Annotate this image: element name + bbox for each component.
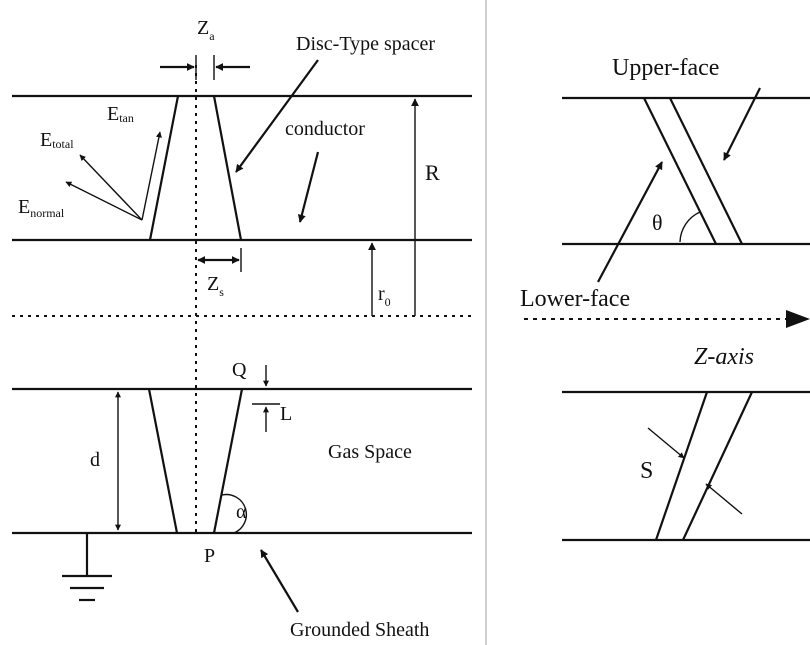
gas-space-label: Gas Space: [328, 441, 412, 463]
lower-spacer-left-edge: [147, 388, 179, 534]
conductor-pointer: [297, 151, 320, 223]
s-arrow-left: [647, 427, 685, 459]
e-total-vector: [79, 154, 143, 221]
angle-alpha-label: α: [236, 501, 247, 523]
e-total-label: Etotal: [40, 129, 74, 151]
za-label: Za: [197, 17, 215, 43]
upper-spacer-right-edge: [212, 95, 243, 241]
zs-label: Zs: [207, 273, 224, 299]
length-l-label: L: [280, 403, 292, 425]
lower-face-label: Lower-face: [520, 286, 630, 312]
right-panel: Upper-face θ Lower-face Z-axis S: [520, 55, 810, 542]
point-q-label: Q: [232, 359, 247, 381]
e-tan-vector: [141, 131, 162, 221]
point-p-label: P: [204, 545, 215, 567]
e-tan-label: Etan: [107, 103, 134, 125]
r-label: R: [425, 160, 440, 185]
lower-face-pointer: [597, 161, 663, 283]
z-axis-arrowhead: [786, 310, 810, 328]
disc-type-spacer-pointer: [235, 59, 319, 173]
theta-label: θ: [652, 210, 663, 235]
lower-spacer-right-edge: [212, 388, 244, 534]
theta-angle-arc: [679, 211, 701, 243]
s-label: S: [640, 458, 653, 484]
alpha-angle-arc: [221, 493, 248, 534]
e-normal-label: Enormal: [18, 196, 65, 220]
ground-icon: [62, 533, 112, 602]
grounded-sheath-pointer: [260, 549, 299, 613]
left-panel: Za Zs Disc-Type spacer conductor R r0 Et…: [12, 17, 472, 641]
distance-d-label: d: [90, 449, 100, 471]
upper-face-label: Upper-face: [612, 55, 719, 81]
r0-label: r0: [378, 283, 391, 309]
disc-type-spacer-label: Disc-Type spacer: [296, 33, 435, 55]
upper-spacer-left-edge: [148, 95, 180, 241]
z-axis-label: Z-axis: [694, 344, 754, 370]
e-normal-vector: [65, 181, 143, 221]
lower-spacer-left-face: [654, 391, 709, 541]
grounded-sheath-label: Grounded Sheath: [290, 619, 429, 641]
upper-spacer-lower-face: [643, 97, 717, 245]
upper-spacer-upper-face: [669, 97, 743, 245]
lower-spacer-right-face: [682, 391, 753, 541]
s-arrow-right: [705, 483, 743, 515]
upper-face-pointer: [723, 87, 761, 161]
conductor-label: conductor: [285, 118, 365, 140]
